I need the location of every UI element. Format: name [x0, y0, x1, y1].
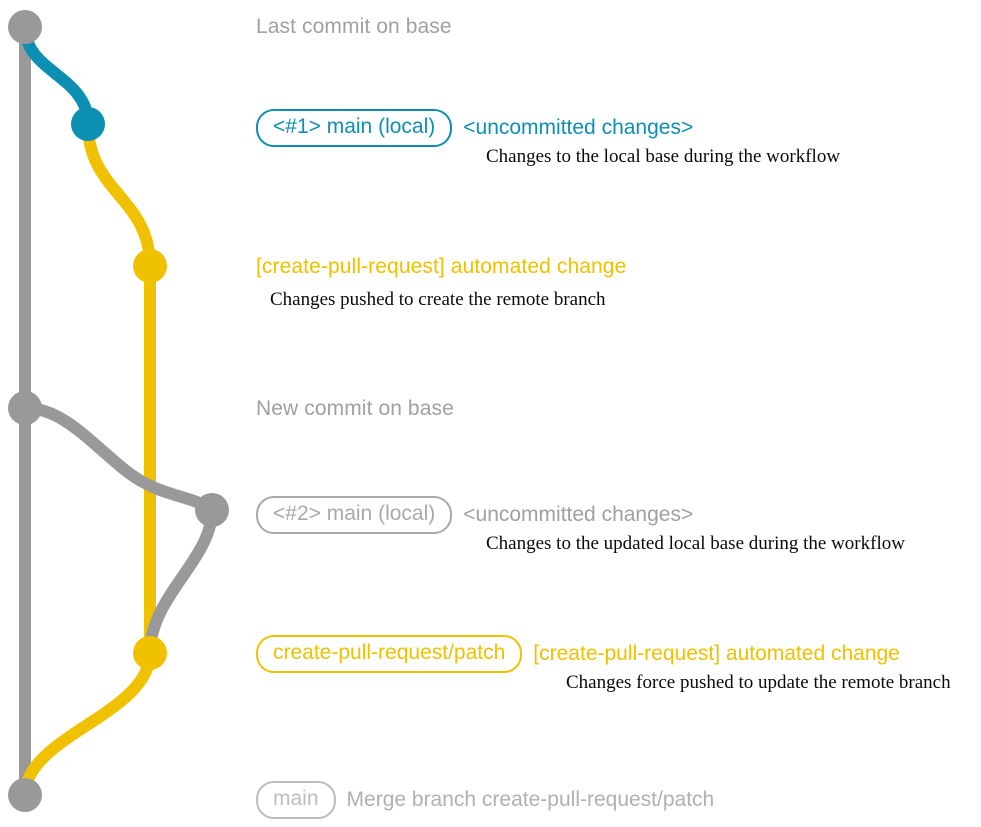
commit-node-local-2[interactable] — [195, 493, 229, 527]
edge-local2-to-branch2 — [144, 504, 218, 659]
commit-headline-automated-change-create: [create-pull-request] automated change — [256, 255, 627, 278]
commit-message-local-1: <uncommitted changes> — [463, 116, 694, 139]
commit-note-local-2: Changes to the updated local base during… — [486, 533, 905, 554]
commit-message-local-2: <uncommitted changes> — [463, 503, 694, 526]
commit-headline-new-commit-on-base: New commit on base — [256, 397, 454, 420]
commit-row-automated-change-update: create-pull-request/patch [create-pull-re… — [256, 635, 900, 673]
commit-note-branch-2: Changes force pushed to update the remot… — [566, 672, 951, 693]
commit-headline-last-commit-on-base: Last commit on base — [256, 15, 452, 38]
commit-node-base-merge[interactable] — [8, 778, 42, 812]
edge-basenew-to-local2 — [19, 402, 218, 516]
edge-branch2-to-merge — [19, 647, 156, 801]
ref-pill-create-pull-request-patch[interactable]: create-pull-request/patch — [256, 635, 523, 673]
commit-note-local-1: Changes to the local base during the wor… — [486, 146, 841, 167]
commit-message-merge: Merge branch create-pull-request/patch — [346, 788, 715, 811]
commit-node-local-1[interactable] — [71, 107, 105, 141]
commit-row-local-uncommitted-2: <#2> main (local) <uncommitted changes> — [256, 496, 693, 534]
commit-node-branch-2[interactable] — [133, 636, 167, 670]
commit-row-local-uncommitted-1: <#1> main (local) <uncommitted changes> — [256, 109, 693, 147]
commit-node-base-new[interactable] — [8, 391, 42, 425]
commit-row-merge-branch: main Merge branch create-pull-request/pat… — [256, 781, 714, 819]
commit-graph — [8, 10, 229, 812]
commit-note-automated-change-create: Changes pushed to create the remote bran… — [270, 289, 606, 310]
ref-pill-main[interactable]: main — [256, 781, 336, 819]
commit-message-branch-2: [create-pull-request] automated change — [533, 642, 900, 665]
ref-pill-main-local-1[interactable]: <#1> main (local) — [256, 109, 453, 147]
commit-node-base-last[interactable] — [8, 10, 42, 44]
ref-pill-main-local-2[interactable]: <#2> main (local) — [256, 496, 453, 534]
edge-local1-to-branch1 — [82, 118, 156, 272]
commit-node-branch-1[interactable] — [133, 249, 167, 283]
